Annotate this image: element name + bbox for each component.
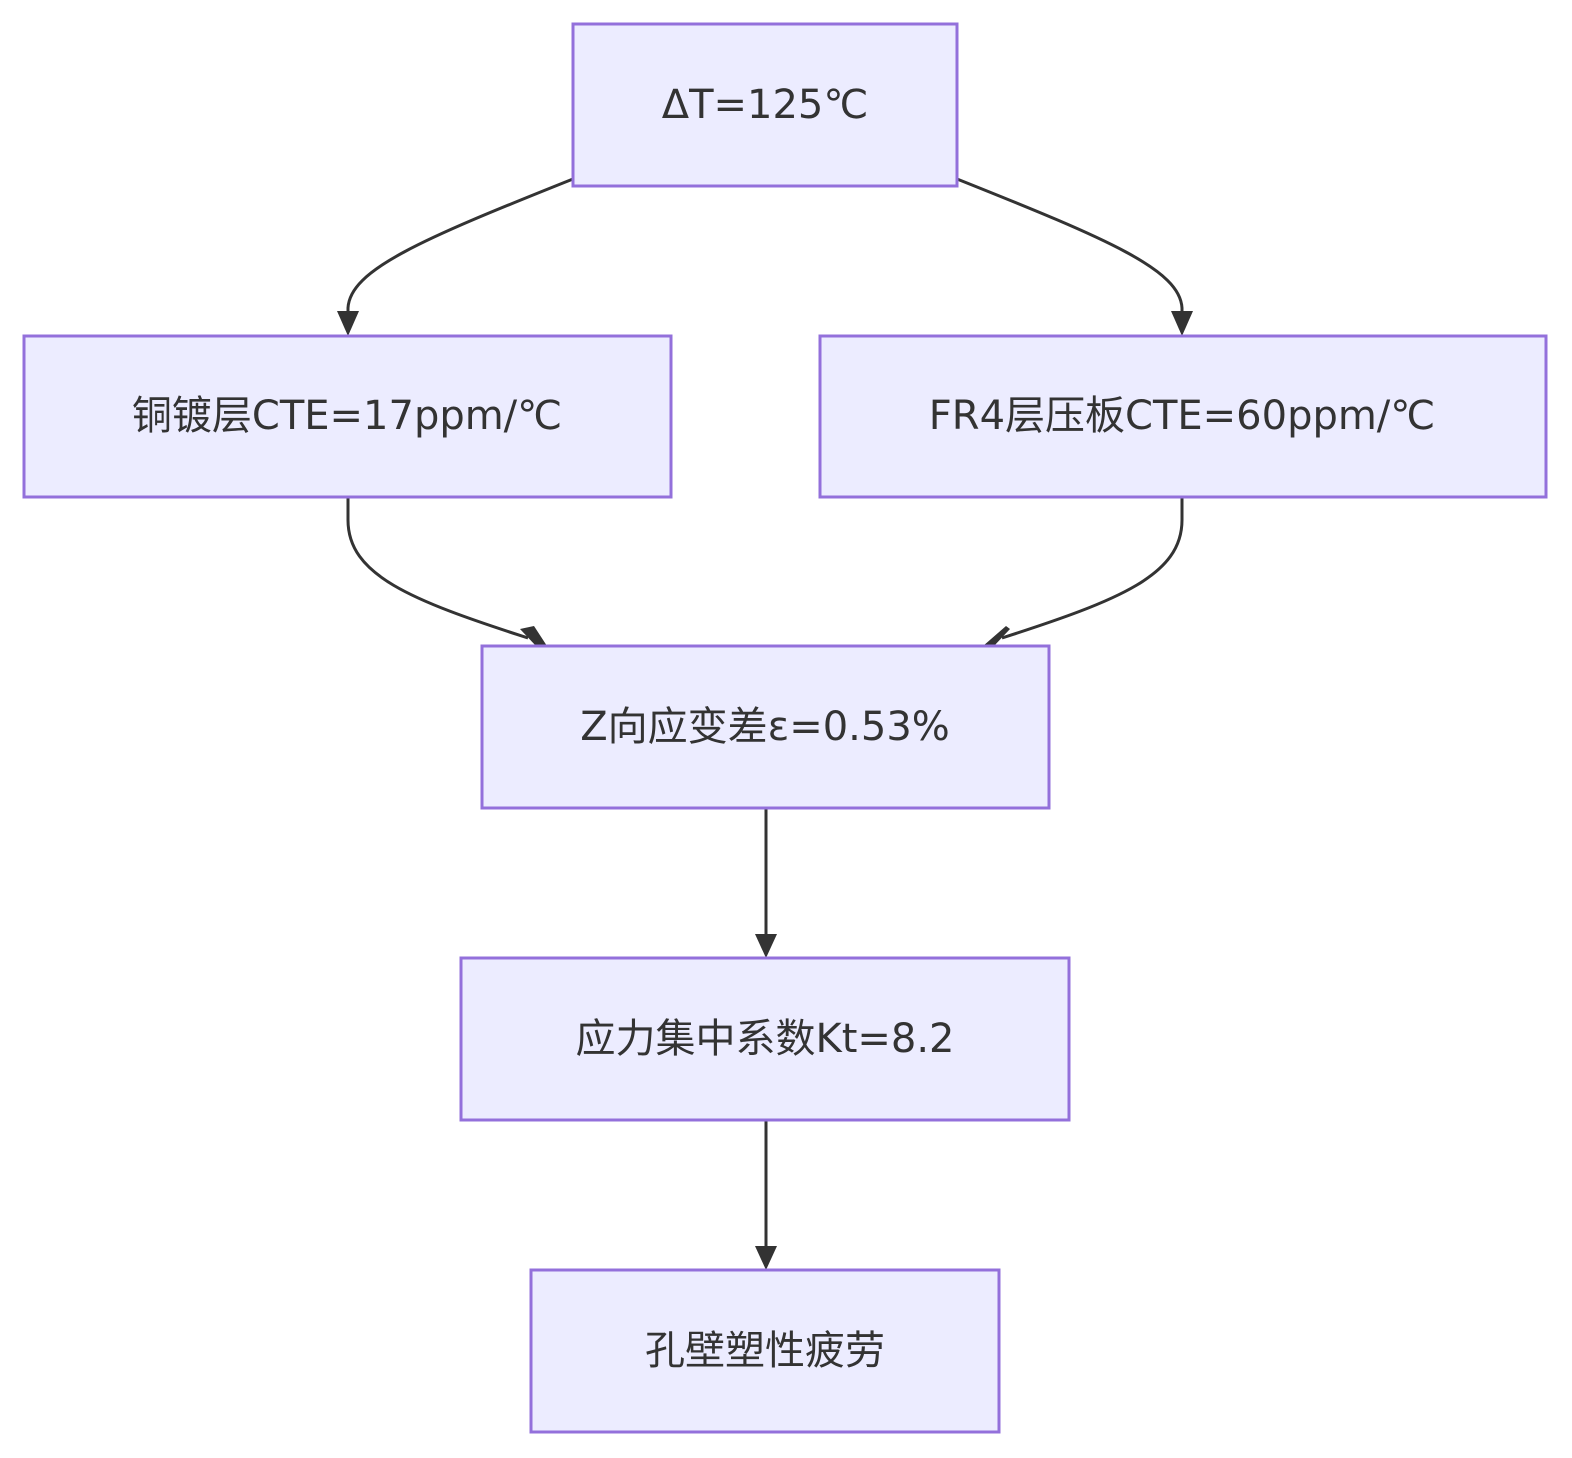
edge-delta-t-to-fr4-cte	[956, 177, 1184, 318]
node-delta-t-box	[571, 22, 959, 188]
node-z-strain-label: Z向应变差ε=0.53%	[580, 704, 950, 750]
arrowhead-stress-concentration	[755, 934, 777, 958]
node-stress-concentration: 应力集中系数Kt=8.2	[459, 956, 1071, 1122]
arrowhead-z-strain-left	[520, 626, 547, 646]
node-copper-cte-box	[22, 334, 673, 499]
arrowhead-copper-cte	[337, 311, 359, 336]
node-delta-t: ΔT=125℃	[571, 22, 959, 188]
node-z-strain-box	[480, 644, 1051, 810]
edges	[337, 177, 1193, 1270]
node-copper-cte: 铜镀层CTE=17ppm/℃	[22, 334, 673, 499]
edge-copper-cte-to-z-strain	[346, 497, 529, 640]
arrowhead-z-strain-right	[983, 626, 1010, 646]
node-fatigue: 孔壁塑性疲劳	[529, 1268, 1001, 1434]
node-stress-concentration-box	[459, 956, 1071, 1122]
edge-delta-t-to-copper-cte	[346, 177, 574, 318]
node-delta-t-label: ΔT=125℃	[662, 82, 869, 128]
arrowhead-fatigue	[755, 1246, 777, 1270]
node-fr4-cte-box	[818, 334, 1548, 499]
arrowhead-fr4-cte	[1171, 311, 1193, 336]
node-fatigue-box	[529, 1268, 1001, 1434]
node-fr4-cte: FR4层压板CTE=60ppm/℃	[818, 334, 1548, 499]
edge-fr4-cte-to-z-strain	[1001, 497, 1184, 640]
node-fatigue-label: 孔壁塑性疲劳	[645, 1328, 885, 1374]
node-copper-cte-label: 铜镀层CTE=17ppm/℃	[132, 393, 562, 439]
node-stress-concentration-label: 应力集中系数Kt=8.2	[575, 1016, 954, 1062]
node-fr4-cte-label: FR4层压板CTE=60ppm/℃	[929, 393, 1435, 439]
node-z-strain: Z向应变差ε=0.53%	[480, 644, 1051, 810]
